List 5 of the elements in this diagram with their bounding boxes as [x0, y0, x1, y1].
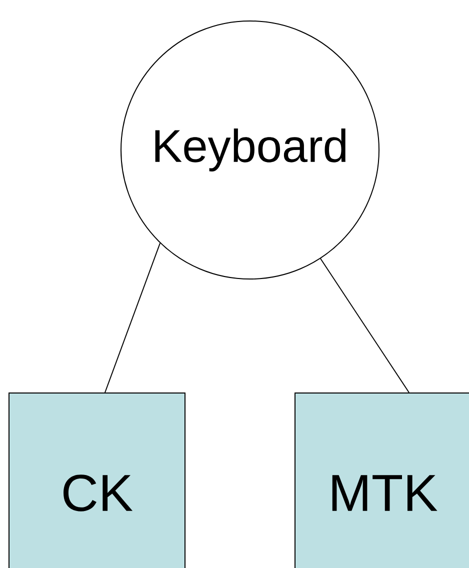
box-node: MTK [294, 392, 469, 568]
connector-line [320, 258, 410, 393]
connector-line [104, 242, 161, 393]
circle-node: Keyboard [120, 20, 380, 280]
box-node: CK [8, 392, 186, 568]
